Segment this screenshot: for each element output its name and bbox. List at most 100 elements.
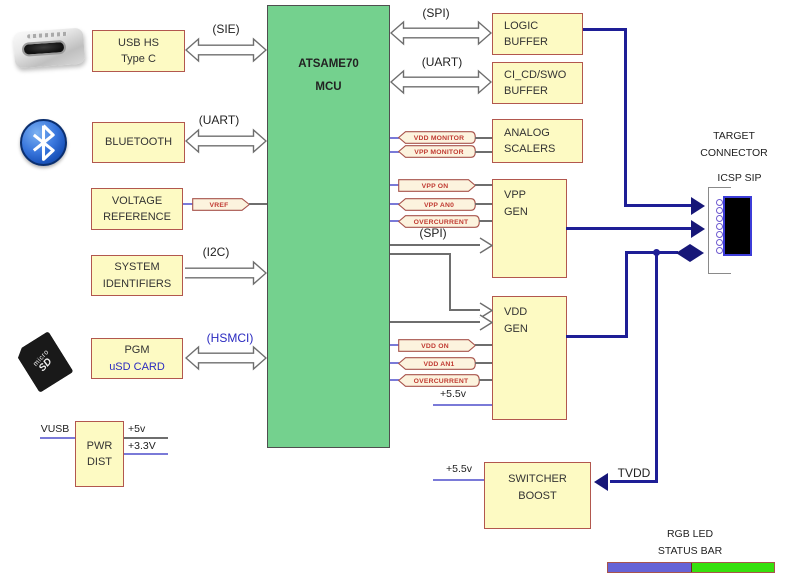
wire [390,344,399,346]
wire [390,321,482,323]
spi-vdd-arrowhead [479,302,493,319]
wire [475,184,492,186]
wire [433,479,484,481]
mcu-label: MCU [315,81,342,93]
wire [475,151,492,153]
connector-pin [716,247,723,254]
vpp-on-signal-tag: VPP ON [398,179,476,192]
wire [40,437,75,439]
wire [566,335,628,338]
usb-hs-type-c-block: USB HS Type C [92,30,185,72]
wire [655,251,658,482]
spi-vpp-arrowhead [479,237,493,254]
wire [625,251,678,254]
status-bar-blue-segment [608,563,692,572]
connector-pin [716,223,723,230]
svg-text:VREF: VREF [210,202,229,209]
wire [624,28,627,207]
wire [124,437,168,439]
voltage-reference-block: VOLTAGE REFERENCE [91,188,183,230]
target-connector-title-1: TARGET [713,130,755,142]
mcu-part-number: ATSAME70 [298,58,359,70]
target-arrowhead-3-right [690,243,704,262]
vpp-an0-signal-tag: VPP AN0 [398,198,476,211]
svg-text:VPP MONITOR: VPP MONITOR [414,149,464,156]
icsp-sip-label: ICSP SIP [717,172,762,184]
vref-wire-right [249,203,267,205]
wire [124,453,168,455]
uart-left-bus-arrow [185,128,267,154]
pwr-dist-block: PWR DIST [75,421,124,487]
wire [390,137,399,139]
logic-buffer-block: LOGIC BUFFER [492,13,583,55]
connector-pin [716,207,723,214]
spi-bus-arrow [390,20,492,46]
connector-pin [716,231,723,238]
wire [566,227,692,230]
vdd-an1-signal-tag: VDD AN1 [398,357,476,370]
wire [475,344,492,346]
ci-cd-swo-buffer-block: CI_CD/SWO BUFFER [492,62,583,104]
sie-bus-label: (SIE) [212,22,240,36]
pwr-5v-label: +5v [128,423,146,435]
target-arrowhead-2 [691,219,705,238]
svg-text:VDD ON: VDD ON [421,343,449,350]
vref-wire-left [183,203,193,205]
wire [479,379,492,381]
wire [390,151,399,153]
icsp-connector [723,196,752,256]
wire [449,309,482,311]
rgb-led-label: RGB LED [666,528,714,540]
wire [433,404,492,406]
wire [583,28,627,31]
spi-bus-label: (SPI) [422,6,450,20]
pgm-usd-card-block: PGM uSD CARD [91,338,183,379]
rgb-led-status-bar [607,562,775,573]
wire [475,203,492,205]
svg-text:VDD MONITOR: VDD MONITOR [414,135,464,142]
hsmci-bus-label: (HSMCI) [206,331,254,345]
wire [390,244,482,246]
wire [479,220,492,222]
switcher-boost-block: SWITCHER BOOST [484,462,591,529]
wire [390,220,399,222]
connector-pin [716,215,723,222]
connector-pin [716,239,723,246]
wire [625,251,628,338]
vref-signal-tag: VREF [192,198,250,211]
wire [475,137,492,139]
analog-scalers-block: ANALOG SCALERS [492,119,583,163]
mcu-block: ATSAME70 MCU [267,5,390,448]
wire [390,362,399,364]
svg-text:OVERCURRENT: OVERCURRENT [414,378,469,385]
pwr-3v3-label: +3.3V [128,440,156,452]
vpp-monitor-signal-tag: VPP MONITOR [398,145,476,158]
vdd-gen-block: VDD GEN [492,296,567,420]
wire [390,184,399,186]
bluetooth-icon [20,119,67,166]
svg-text:VPP AN0: VPP AN0 [424,202,454,209]
target-connector-title-2: CONNECTOR [700,147,768,159]
hsmci-bus-arrow [185,345,267,371]
switcher-supply-label: +5.5v [446,463,472,475]
mcu-vdd-arrowhead [479,314,493,331]
wire [449,253,451,310]
svg-text:VDD AN1: VDD AN1 [424,361,455,368]
uart-right-bus-label: (UART) [421,55,463,69]
target-arrowhead-3-left [676,243,690,262]
status-bar-label: STATUS BAR [657,545,723,557]
uart-right-bus-arrow [390,69,492,95]
overcurrent-vdd-signal-tag: OVERCURRENT [398,374,480,387]
i2c-bus-label: (I2C) [202,245,230,259]
wire [390,379,399,381]
wire [610,480,658,483]
wire [390,253,450,255]
sie-bus-arrow [185,37,267,63]
icsp-bracket [708,187,731,274]
connector-pin [716,199,723,206]
vdd-on-signal-tag: VDD ON [398,339,476,352]
uart-left-bus-label: (UART) [198,113,240,127]
status-bar-green-segment [691,563,774,572]
wire [475,362,492,364]
